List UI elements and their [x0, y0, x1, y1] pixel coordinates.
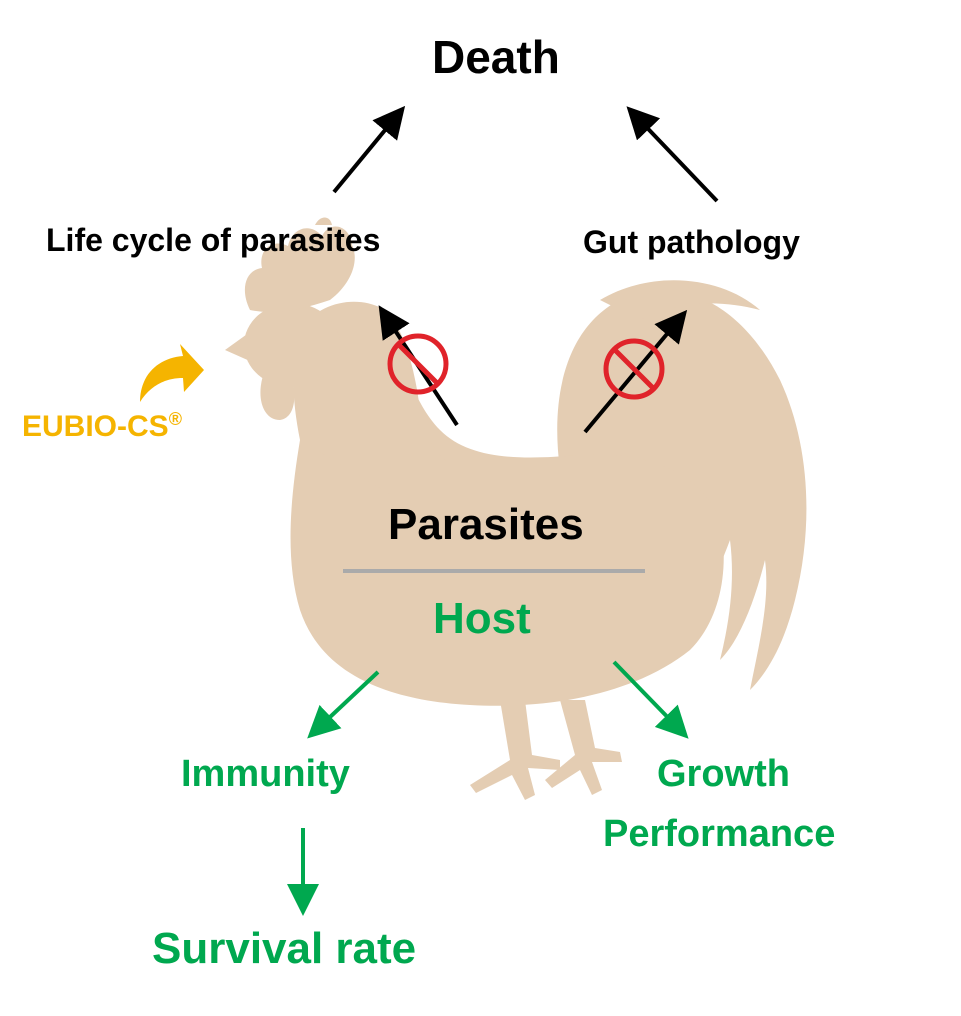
parasites-label: Parasites — [388, 500, 584, 549]
life-cycle-label: Life cycle of parasites — [46, 222, 381, 258]
arrow-gut-to-death — [626, 106, 719, 203]
immunity-label: Immunity — [181, 753, 350, 795]
prohibit-icon — [387, 333, 449, 395]
prohibit-icon — [603, 338, 665, 400]
survival-rate-label: Survival rate — [152, 924, 417, 973]
arrow-lifecycle-to-death — [332, 105, 406, 194]
host-label: Host — [433, 594, 531, 643]
arrow-parasites-to-gut — [583, 309, 688, 434]
arrow-host-to-growth — [612, 660, 689, 739]
arrow-host-to-immunity — [307, 670, 380, 739]
registered-mark: ® — [168, 409, 182, 429]
death-label: Death — [432, 31, 560, 83]
rooster-silhouette-icon — [225, 217, 807, 800]
gut-pathology-label: Gut pathology — [583, 224, 800, 260]
growth-label-line1: Growth — [657, 753, 790, 795]
eubio-name: EUBIO-CS — [22, 410, 169, 443]
growth-label-line2: Performance — [603, 813, 836, 855]
curved-arrow-icon — [140, 344, 204, 402]
eubio-cs-label: EUBIO-CS® — [22, 409, 182, 443]
